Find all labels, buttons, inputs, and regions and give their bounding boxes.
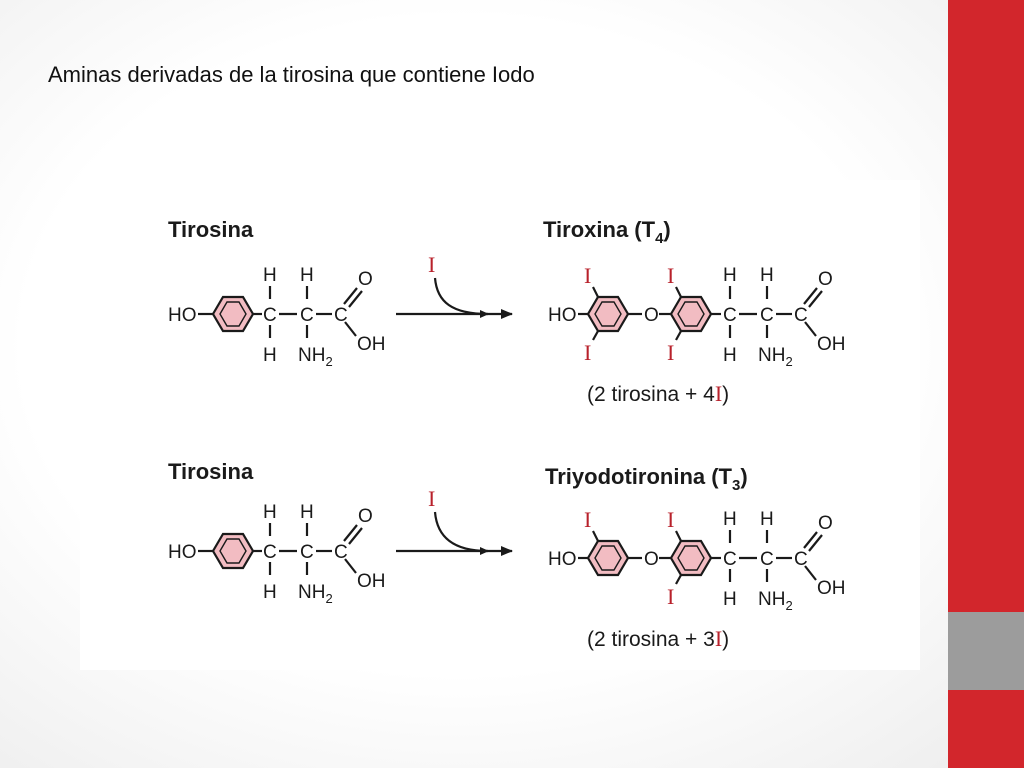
ho-label: HO xyxy=(168,542,197,563)
carbon-label: C xyxy=(760,305,774,326)
carbon-label: C xyxy=(334,542,348,563)
hydrogen-label: H xyxy=(263,582,277,603)
reaction-1: Tirosina HO C H H C H NH2 C O OH xyxy=(168,217,846,406)
reactant-title-2: Tirosina xyxy=(168,459,254,484)
carbon-label: C xyxy=(723,305,737,326)
reaction-arrow-1: I xyxy=(396,252,513,319)
carbon-label: C xyxy=(263,542,277,563)
ho-label: HO xyxy=(548,549,577,570)
ho-label: HO xyxy=(168,305,197,326)
carbon-label: C xyxy=(263,305,277,326)
ho-label: HO xyxy=(548,305,577,326)
tirosina-molecule-1: HO C H H C H NH2 C O OH xyxy=(168,265,386,369)
iodine-label: I xyxy=(428,486,435,511)
amine-label: NH2 xyxy=(758,345,793,369)
hydrogen-label: H xyxy=(760,265,774,286)
reaction-diagram: Tirosina HO C H H C H NH2 C O OH xyxy=(168,217,846,651)
reactant-title-1: Tirosina xyxy=(168,217,254,242)
hydrogen-label: H xyxy=(300,265,314,286)
reaction-2: Tirosina HO C H H C H NH2 C O OH xyxy=(168,459,846,651)
iodine-label: I xyxy=(428,252,435,277)
hydrogen-label: H xyxy=(263,345,277,366)
accent-bar-red-top xyxy=(948,0,1024,612)
amine-label: NH2 xyxy=(298,345,333,369)
oxygen-label: O xyxy=(358,269,373,290)
oxygen-label: O xyxy=(644,305,659,326)
iodine-label: I xyxy=(667,584,674,609)
iodine-label: I xyxy=(667,263,674,288)
hydrogen-label: H xyxy=(263,265,277,286)
hydroxyl-label: OH xyxy=(817,578,846,599)
iodine-label: I xyxy=(584,340,591,365)
product-title-1: Tiroxina (T4) xyxy=(543,217,671,247)
tiroxina-molecule: HO I I O I I C H H C H xyxy=(548,263,846,369)
iodine-label: I xyxy=(667,507,674,532)
triyodotironina-molecule: HO I O I I C H H C H NH2 xyxy=(548,507,846,613)
hydroxyl-label: OH xyxy=(357,334,386,355)
carbon-label: C xyxy=(300,542,314,563)
hydrogen-label: H xyxy=(760,509,774,530)
carbon-label: C xyxy=(760,549,774,570)
hydrogen-label: H xyxy=(263,502,277,523)
iodine-label: I xyxy=(584,507,591,532)
hydrogen-label: H xyxy=(300,502,314,523)
hydrogen-label: H xyxy=(723,589,737,610)
hydrogen-label: H xyxy=(723,345,737,366)
carbon-label: C xyxy=(794,549,808,570)
iodine-label: I xyxy=(584,263,591,288)
oxygen-label: O xyxy=(818,513,833,534)
carbon-label: C xyxy=(300,305,314,326)
equation-2: (2 tirosina + 3I) xyxy=(587,626,729,651)
iodine-label: I xyxy=(667,340,674,365)
oxygen-label: O xyxy=(358,506,373,527)
carbon-label: C xyxy=(334,305,348,326)
accent-bar-gray xyxy=(948,612,1024,690)
tirosina-molecule-2: HO C H H C H NH2 C O OH xyxy=(168,502,386,606)
oxygen-label: O xyxy=(644,549,659,570)
slide-title: Aminas derivadas de la tirosina que cont… xyxy=(48,62,535,87)
oxygen-label: O xyxy=(818,269,833,290)
product-title-2: Triyodotironina (T3) xyxy=(545,464,748,494)
hydrogen-label: H xyxy=(723,509,737,530)
hydrogen-label: H xyxy=(723,265,737,286)
reaction-arrow-2: I xyxy=(396,486,513,556)
amine-label: NH2 xyxy=(758,589,793,613)
reaction-figure: Tirosina HO C H H C H NH2 C O OH xyxy=(80,180,920,670)
hydroxyl-label: OH xyxy=(817,334,846,355)
carbon-label: C xyxy=(794,305,808,326)
equation-1: (2 tirosina + 4I) xyxy=(587,381,729,406)
carbon-label: C xyxy=(723,549,737,570)
hydroxyl-label: OH xyxy=(357,571,386,592)
amine-label: NH2 xyxy=(298,582,333,606)
accent-bar-red-bottom xyxy=(948,690,1024,768)
